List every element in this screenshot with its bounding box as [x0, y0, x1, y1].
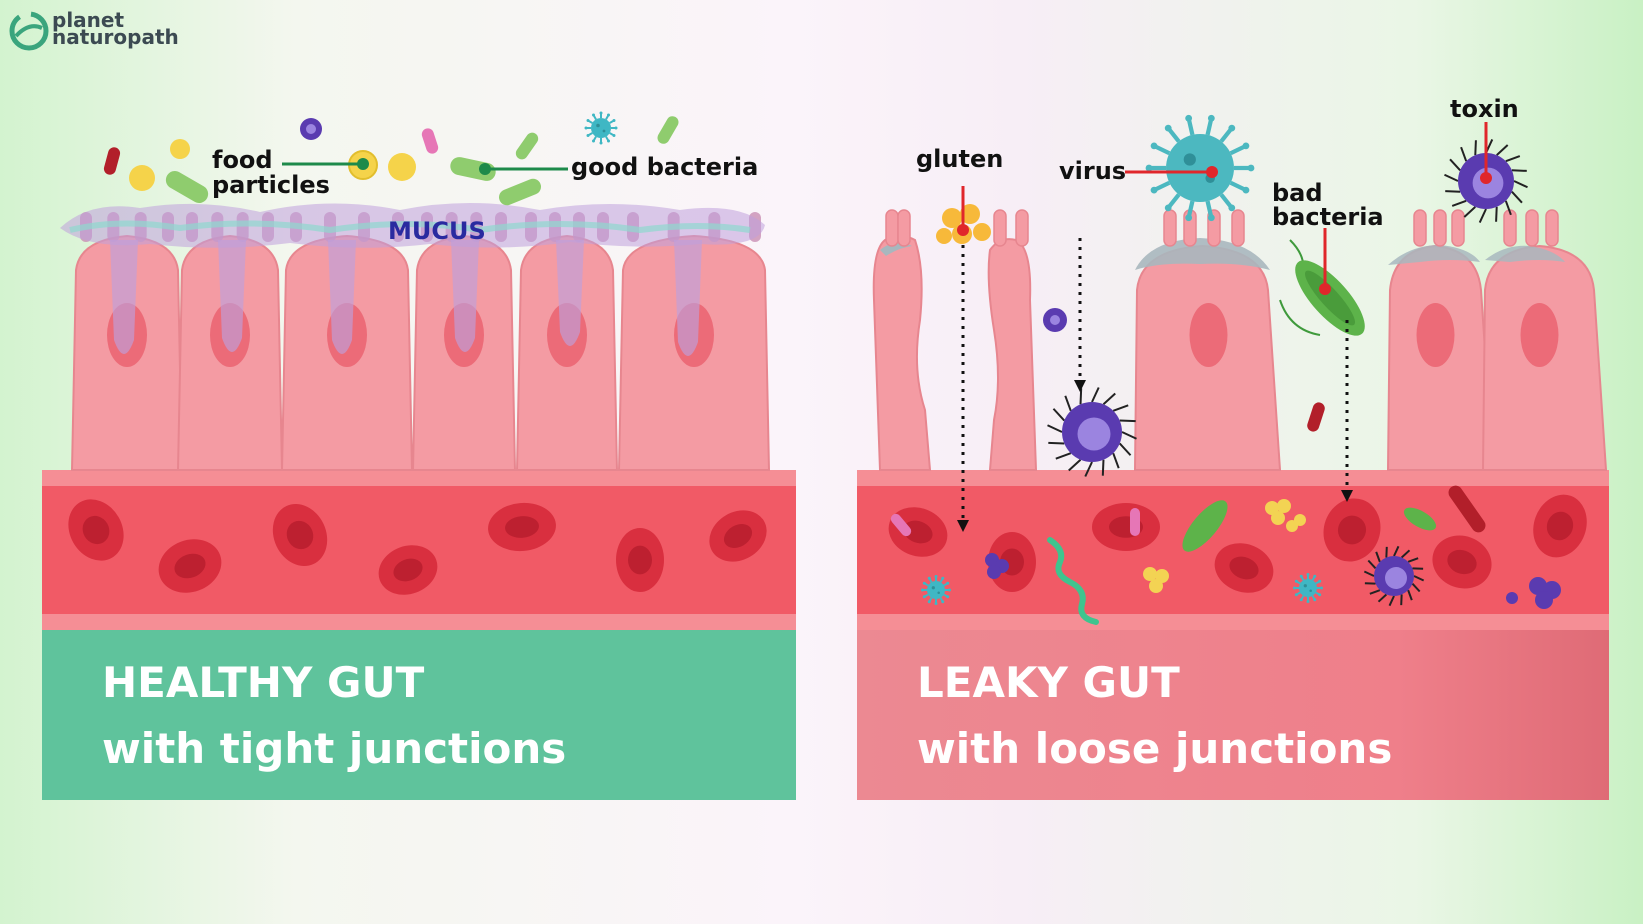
- villus-finger: [1545, 209, 1559, 247]
- villus-finger: [1163, 209, 1177, 247]
- food-particles-label-1: food: [212, 146, 273, 174]
- food-particles-label-2: particles: [212, 171, 330, 199]
- leaky-gut-subheading: with loose junctions: [917, 724, 1393, 773]
- red-blood-cell: [1092, 503, 1160, 551]
- leaky-gut-heading: LEAKY GUT: [917, 658, 1180, 707]
- healthy-gut-illustration: food particles good bacteria MUCUS: [42, 111, 796, 630]
- brand-logo: planet naturopath: [52, 8, 179, 49]
- villus-finger: [1015, 209, 1029, 247]
- leak-arrows: [961, 238, 1349, 524]
- red-blood-cell: [158, 539, 222, 593]
- red-blood-cell: [709, 510, 767, 562]
- red-blood-cell: [1432, 535, 1492, 589]
- villus-finger: [1231, 209, 1245, 247]
- virus-icon: [584, 111, 618, 145]
- virus-icon: [1293, 573, 1323, 603]
- food-particle: [129, 139, 416, 191]
- villus-finger: [885, 209, 899, 247]
- gluten-label: gluten: [916, 145, 1003, 173]
- brand-line-1: planet: [52, 8, 125, 32]
- bad-bacteria-label-1: bad: [1272, 179, 1323, 207]
- epithelial-cell: [1386, 244, 1495, 471]
- epithelial-cell: [1133, 244, 1282, 471]
- microbe-icon: [1363, 545, 1425, 607]
- mucus-drip: [556, 240, 584, 346]
- cell-nucleus: [1520, 303, 1559, 367]
- gluten-icon: [936, 204, 991, 244]
- red-blood-cell: [488, 502, 556, 552]
- leaky-gut-illustration: gluten virus bad bacteria toxin: [857, 95, 1609, 630]
- leaky-gut-panel: LEAKY GUT with loose junctions: [857, 630, 1609, 800]
- healthy-gut-heading: HEALTHY GUT: [102, 658, 425, 707]
- bacteria-icon: [1279, 239, 1365, 432]
- microbe-icon: [1043, 308, 1067, 332]
- villus-finger: [993, 209, 1007, 247]
- healthy-gut-subheading: with tight junctions: [102, 724, 567, 773]
- virus-icon: [921, 575, 951, 605]
- red-blood-cell: [1533, 494, 1587, 558]
- bad-bacteria-label-2: bacteria: [1272, 203, 1384, 231]
- blood-contaminants: [890, 485, 1561, 625]
- red-blood-cell: [68, 499, 124, 561]
- virus-label: virus: [1059, 157, 1126, 185]
- virus-icon: [1145, 114, 1255, 222]
- cell-nucleus: [1416, 303, 1455, 367]
- red-blood-cell: [616, 528, 664, 592]
- worm-icon: [1047, 537, 1099, 625]
- red-blood-cell: [1214, 543, 1274, 593]
- red-blood-cell: [378, 545, 438, 595]
- villus-finger: [1525, 209, 1539, 247]
- microbe-icon: [103, 118, 439, 175]
- villus-finger: [1503, 209, 1517, 247]
- red-blood-cell: [1323, 498, 1381, 562]
- red-blood-cell: [888, 507, 948, 557]
- cell-nucleus: [1189, 303, 1228, 367]
- mucus-drip: [218, 240, 246, 352]
- villus-finger: [1413, 209, 1427, 247]
- mucus-drip: [451, 240, 479, 352]
- epithelial-cell: [1481, 244, 1608, 471]
- logo-swirl-icon: [9, 11, 49, 51]
- villus-finger: [1433, 209, 1447, 247]
- mucus-label: MUCUS: [388, 217, 486, 245]
- brand-line-2: naturopath: [52, 25, 179, 49]
- villus-finger: [897, 209, 911, 247]
- toxin-label: toxin: [1450, 95, 1519, 123]
- microbe-icon: [1047, 387, 1137, 477]
- red-blood-cell: [272, 503, 328, 567]
- mucus-drip: [328, 240, 356, 354]
- mucus-drip: [110, 240, 138, 354]
- villus-finger: [1451, 209, 1465, 247]
- mucus-drip: [674, 240, 702, 356]
- healthy-gut-panel: HEALTHY GUT with tight junctions: [42, 630, 796, 800]
- good-bacteria-label: good bacteria: [571, 153, 758, 181]
- good-bacteria: [165, 116, 679, 206]
